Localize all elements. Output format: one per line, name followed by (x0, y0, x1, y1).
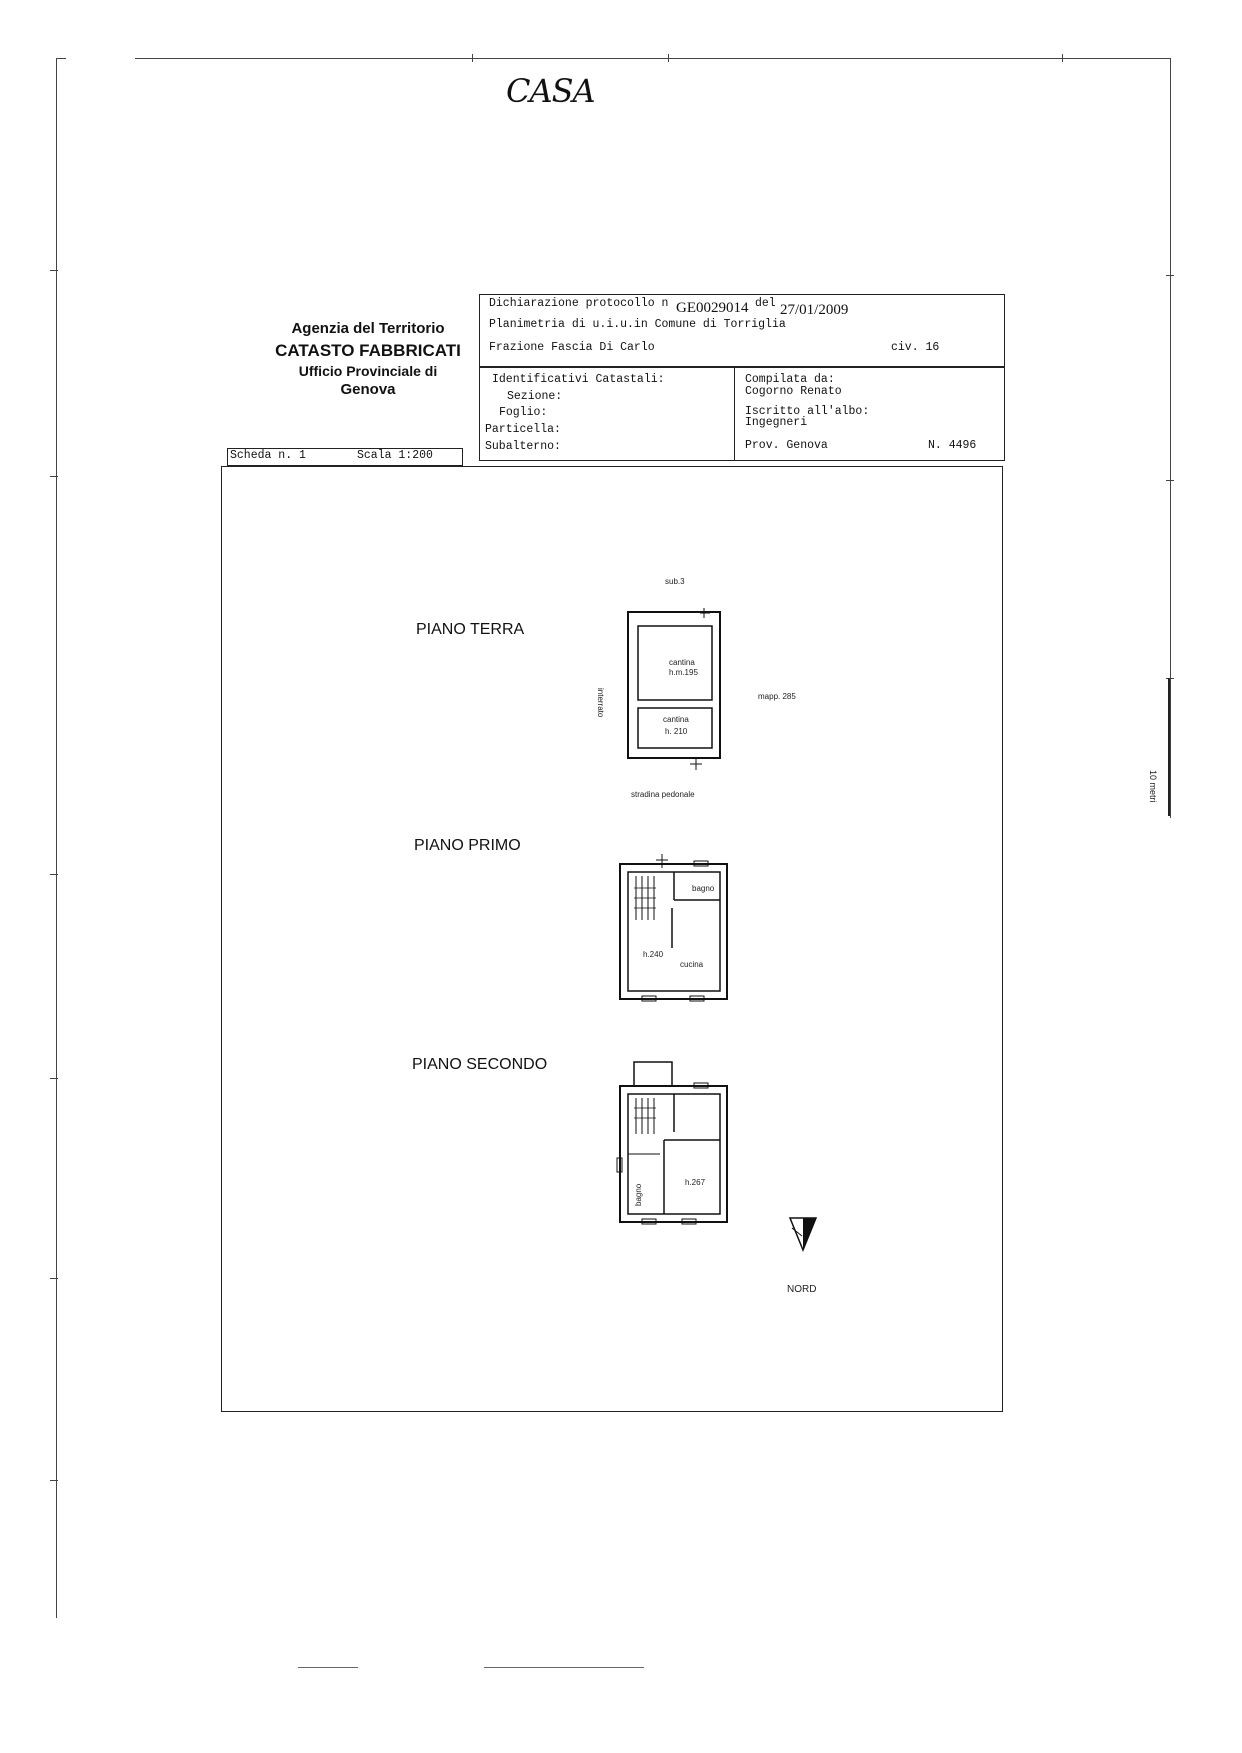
north-label: NORD (787, 1284, 817, 1295)
room-cantina-2: cantina (663, 715, 689, 724)
agency-block: Agenzia del Territorio CATASTO FABBRICAT… (228, 320, 508, 398)
compiler-name: Cogorno Renato (745, 385, 842, 398)
frame-tick (50, 1078, 58, 1079)
height-primo: h.240 (643, 950, 664, 959)
address-line: Frazione Fascia Di Carlo (489, 341, 655, 354)
floor-title-primo: PIANO PRIMO (414, 837, 521, 854)
room-bagno-primo: bagno (692, 884, 715, 893)
scale-bar-label: 10 metri (1148, 770, 1158, 803)
frame-tick (668, 54, 669, 62)
right-boundary-label: mapp. 285 (758, 692, 796, 701)
frame-tick (56, 58, 66, 59)
frame-tick (1062, 54, 1063, 62)
declaration-date: 27/01/2009 (780, 302, 849, 318)
frame-tick (50, 476, 58, 477)
box-divider (734, 366, 735, 460)
particella-label: Particella: (485, 423, 561, 436)
agency-office: Ufficio Provinciale di (298, 363, 438, 379)
subalterno-label: Subalterno: (485, 440, 561, 453)
room-cantina-2-height: h. 210 (665, 727, 688, 736)
sheet-scale: Scala 1:200 (357, 449, 433, 462)
room-cantina-1-height: h.m.195 (669, 668, 698, 677)
frame-tick (50, 1278, 58, 1279)
floor-title-secondo: PIANO SECONDO (412, 1056, 548, 1073)
frame-tick (50, 270, 58, 271)
registration-number: N. 4496 (928, 439, 977, 452)
bottom-boundary-label: stradina pedonale (631, 790, 695, 799)
frame-tick (1160, 58, 1170, 59)
foglio-label: Foglio: (499, 406, 548, 419)
sheet-number: Scheda n. 1 (230, 449, 306, 462)
identifiers-box (479, 366, 1005, 461)
civic-number: civ. 16 (891, 341, 940, 354)
frame-tick (50, 874, 58, 875)
top-border-line (135, 58, 1170, 59)
bottom-mark (298, 1667, 358, 1668)
frame-tick (1166, 480, 1174, 481)
protocol-label: Dichiarazione protocollo n (489, 297, 669, 310)
date-label: del (755, 297, 776, 310)
sub-label: sub.3 (665, 577, 685, 586)
left-border-line (56, 58, 57, 1618)
register-label: Iscritto all'albo: (745, 405, 870, 418)
province: Prov. Genova (745, 439, 828, 452)
floor-plan-primo (619, 854, 728, 1002)
declaration-box (479, 294, 1005, 368)
protocol-number: GE0029014 (676, 300, 749, 316)
register-value: Ingegneri (745, 416, 808, 429)
sheet-strip (227, 448, 463, 466)
planimetry-line: Planimetria di u.i.u.in Comune di Torrig… (489, 318, 786, 331)
drawing-frame (221, 466, 1003, 1412)
north-arrow-icon (788, 1217, 818, 1252)
floor-plan-secondo (616, 1061, 728, 1225)
handwritten-title: CASA (506, 72, 596, 110)
scale-bar (1168, 678, 1170, 816)
room-bagno-secondo: bagno (634, 1183, 643, 1206)
room-cucina: cucina (680, 960, 704, 969)
left-boundary-label: interrato (596, 688, 605, 718)
frame-tick (1166, 678, 1174, 679)
frame-tick (1166, 275, 1174, 276)
floor-plan-terra (627, 608, 721, 770)
agency-city: Genova (340, 381, 396, 398)
floor-title-terra: PIANO TERRA (416, 621, 525, 638)
bottom-mark (484, 1667, 644, 1668)
agency-name: Agenzia del Territorio (291, 320, 445, 337)
room-cantina-1: cantina (669, 658, 695, 667)
frame-tick (50, 1480, 58, 1481)
agency-department: CATASTO FABBRICATI (275, 341, 461, 360)
sezione-label: Sezione: (507, 390, 563, 403)
right-border-line (1170, 58, 1171, 818)
identifiers-title: Identificativi Catastali: (492, 373, 665, 386)
compiler-label: Compilata da: (745, 373, 835, 386)
frame-tick (472, 54, 473, 62)
height-secondo: h.267 (685, 1178, 706, 1187)
